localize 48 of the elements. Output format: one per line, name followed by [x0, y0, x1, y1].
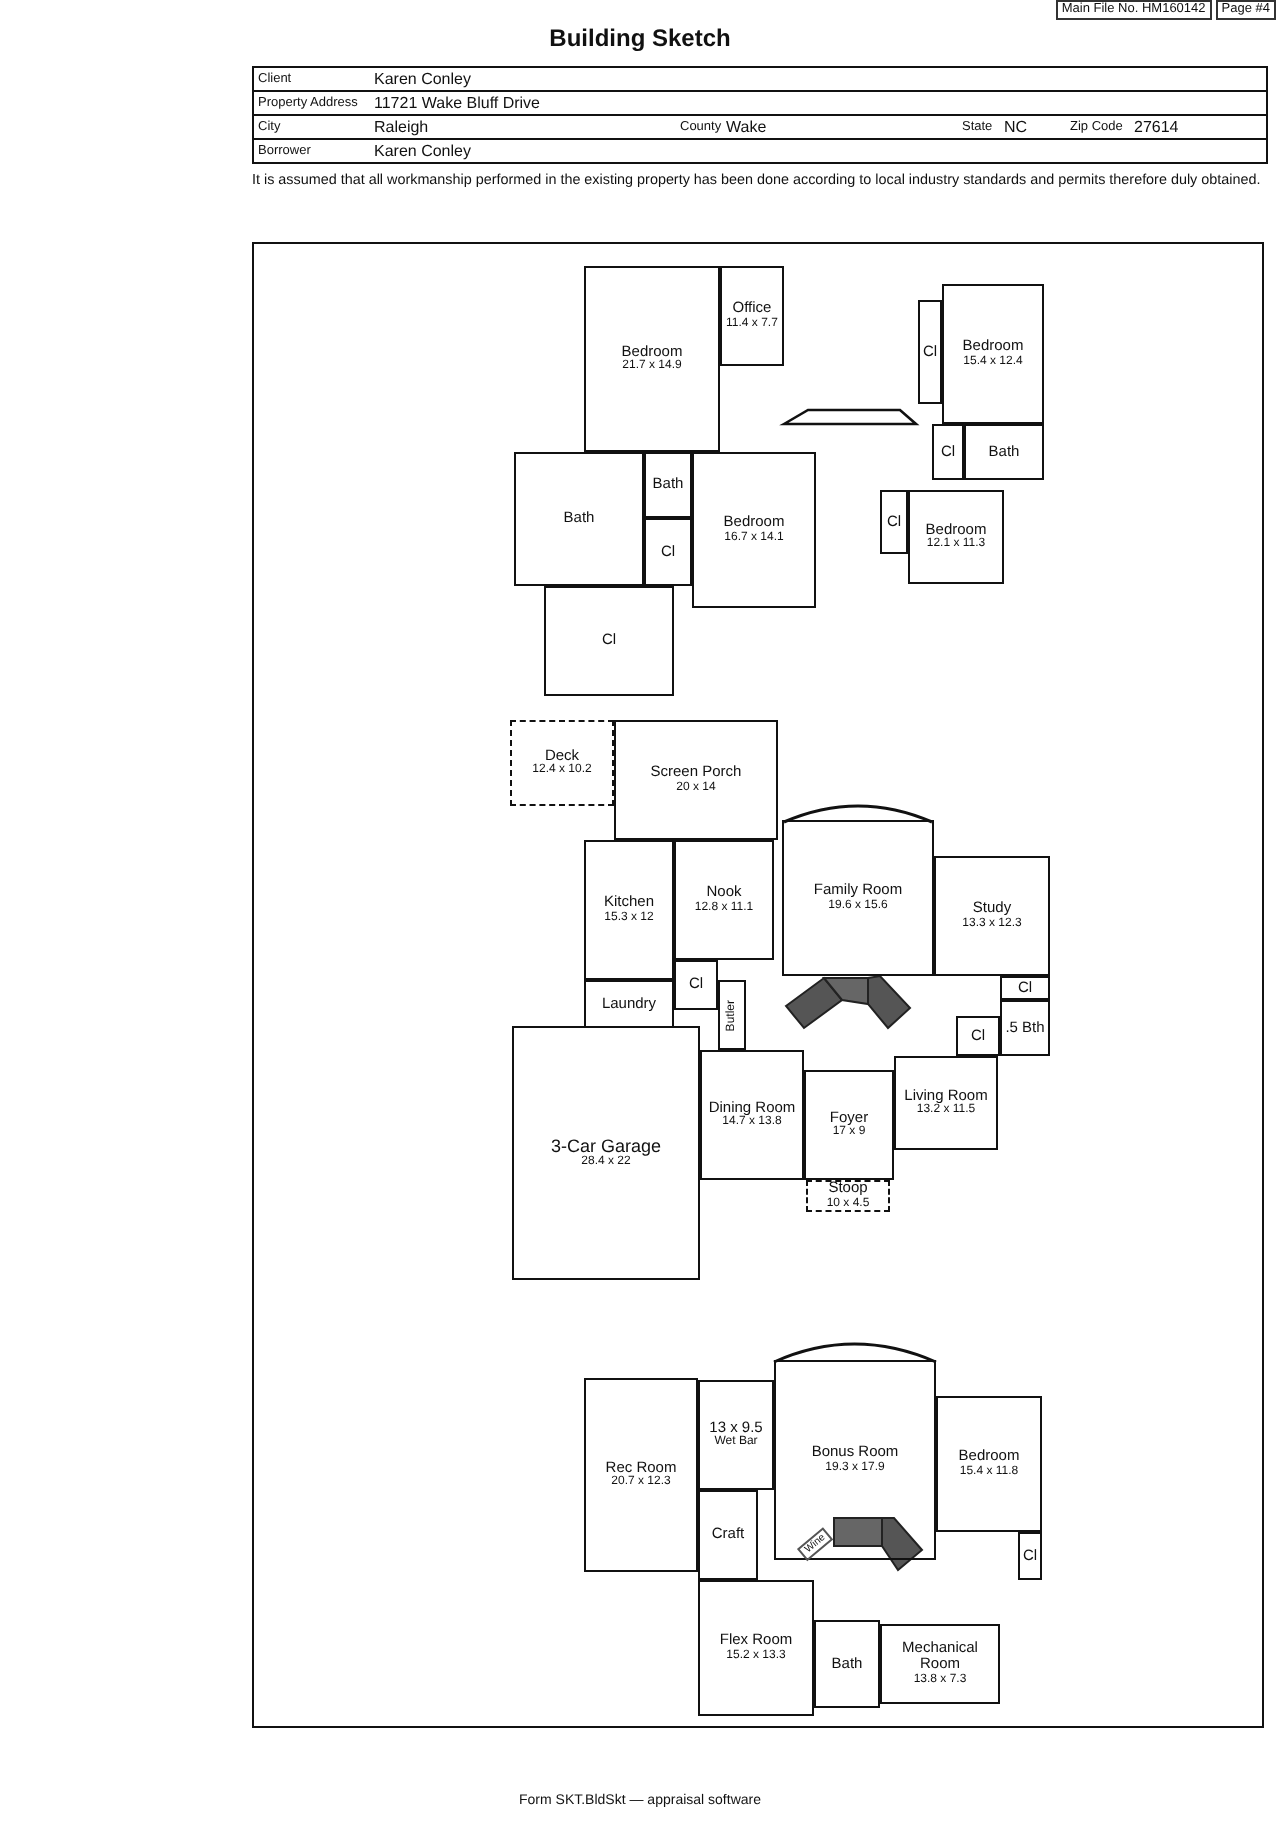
room [674, 960, 718, 1010]
room [698, 1490, 758, 1580]
field-value: NC [1004, 118, 1028, 138]
room [544, 586, 674, 696]
field-value: Karen Conley [374, 70, 471, 90]
room [718, 980, 746, 1050]
room [932, 424, 964, 480]
room [698, 1580, 814, 1716]
room [934, 856, 1050, 976]
room [512, 1026, 700, 1280]
room [614, 720, 778, 840]
room [720, 266, 784, 366]
room [514, 452, 644, 586]
room-name: 3-Car Garage [550, 1135, 662, 1156]
room [964, 424, 1044, 480]
room [880, 1624, 1000, 1704]
room [584, 266, 720, 452]
room [936, 1396, 1042, 1532]
room [908, 490, 1004, 584]
field-value: Wake [726, 118, 767, 138]
field-value: Karen Conley [374, 142, 471, 162]
room [942, 284, 1044, 424]
room [774, 1360, 936, 1560]
room [692, 452, 816, 608]
room [644, 452, 692, 518]
field-value: 27614 [1134, 118, 1179, 138]
room [584, 840, 674, 980]
room [1000, 1000, 1050, 1056]
room [894, 1056, 998, 1150]
room [700, 1050, 804, 1180]
room [644, 518, 692, 586]
room [510, 720, 614, 806]
room [584, 1378, 698, 1572]
field-value: Raleigh [374, 118, 429, 138]
room [674, 840, 774, 960]
room [1000, 976, 1050, 1000]
room [698, 1380, 774, 1490]
field-value: 11721 Wake Bluff Drive [374, 94, 541, 114]
room [806, 1180, 890, 1212]
room [956, 1016, 1000, 1056]
room [880, 490, 908, 554]
title: Building Sketch [547, 24, 733, 52]
room [584, 980, 674, 1028]
room [918, 300, 942, 404]
room [782, 820, 934, 976]
room [1018, 1532, 1042, 1580]
room [804, 1070, 894, 1180]
room [814, 1620, 880, 1708]
